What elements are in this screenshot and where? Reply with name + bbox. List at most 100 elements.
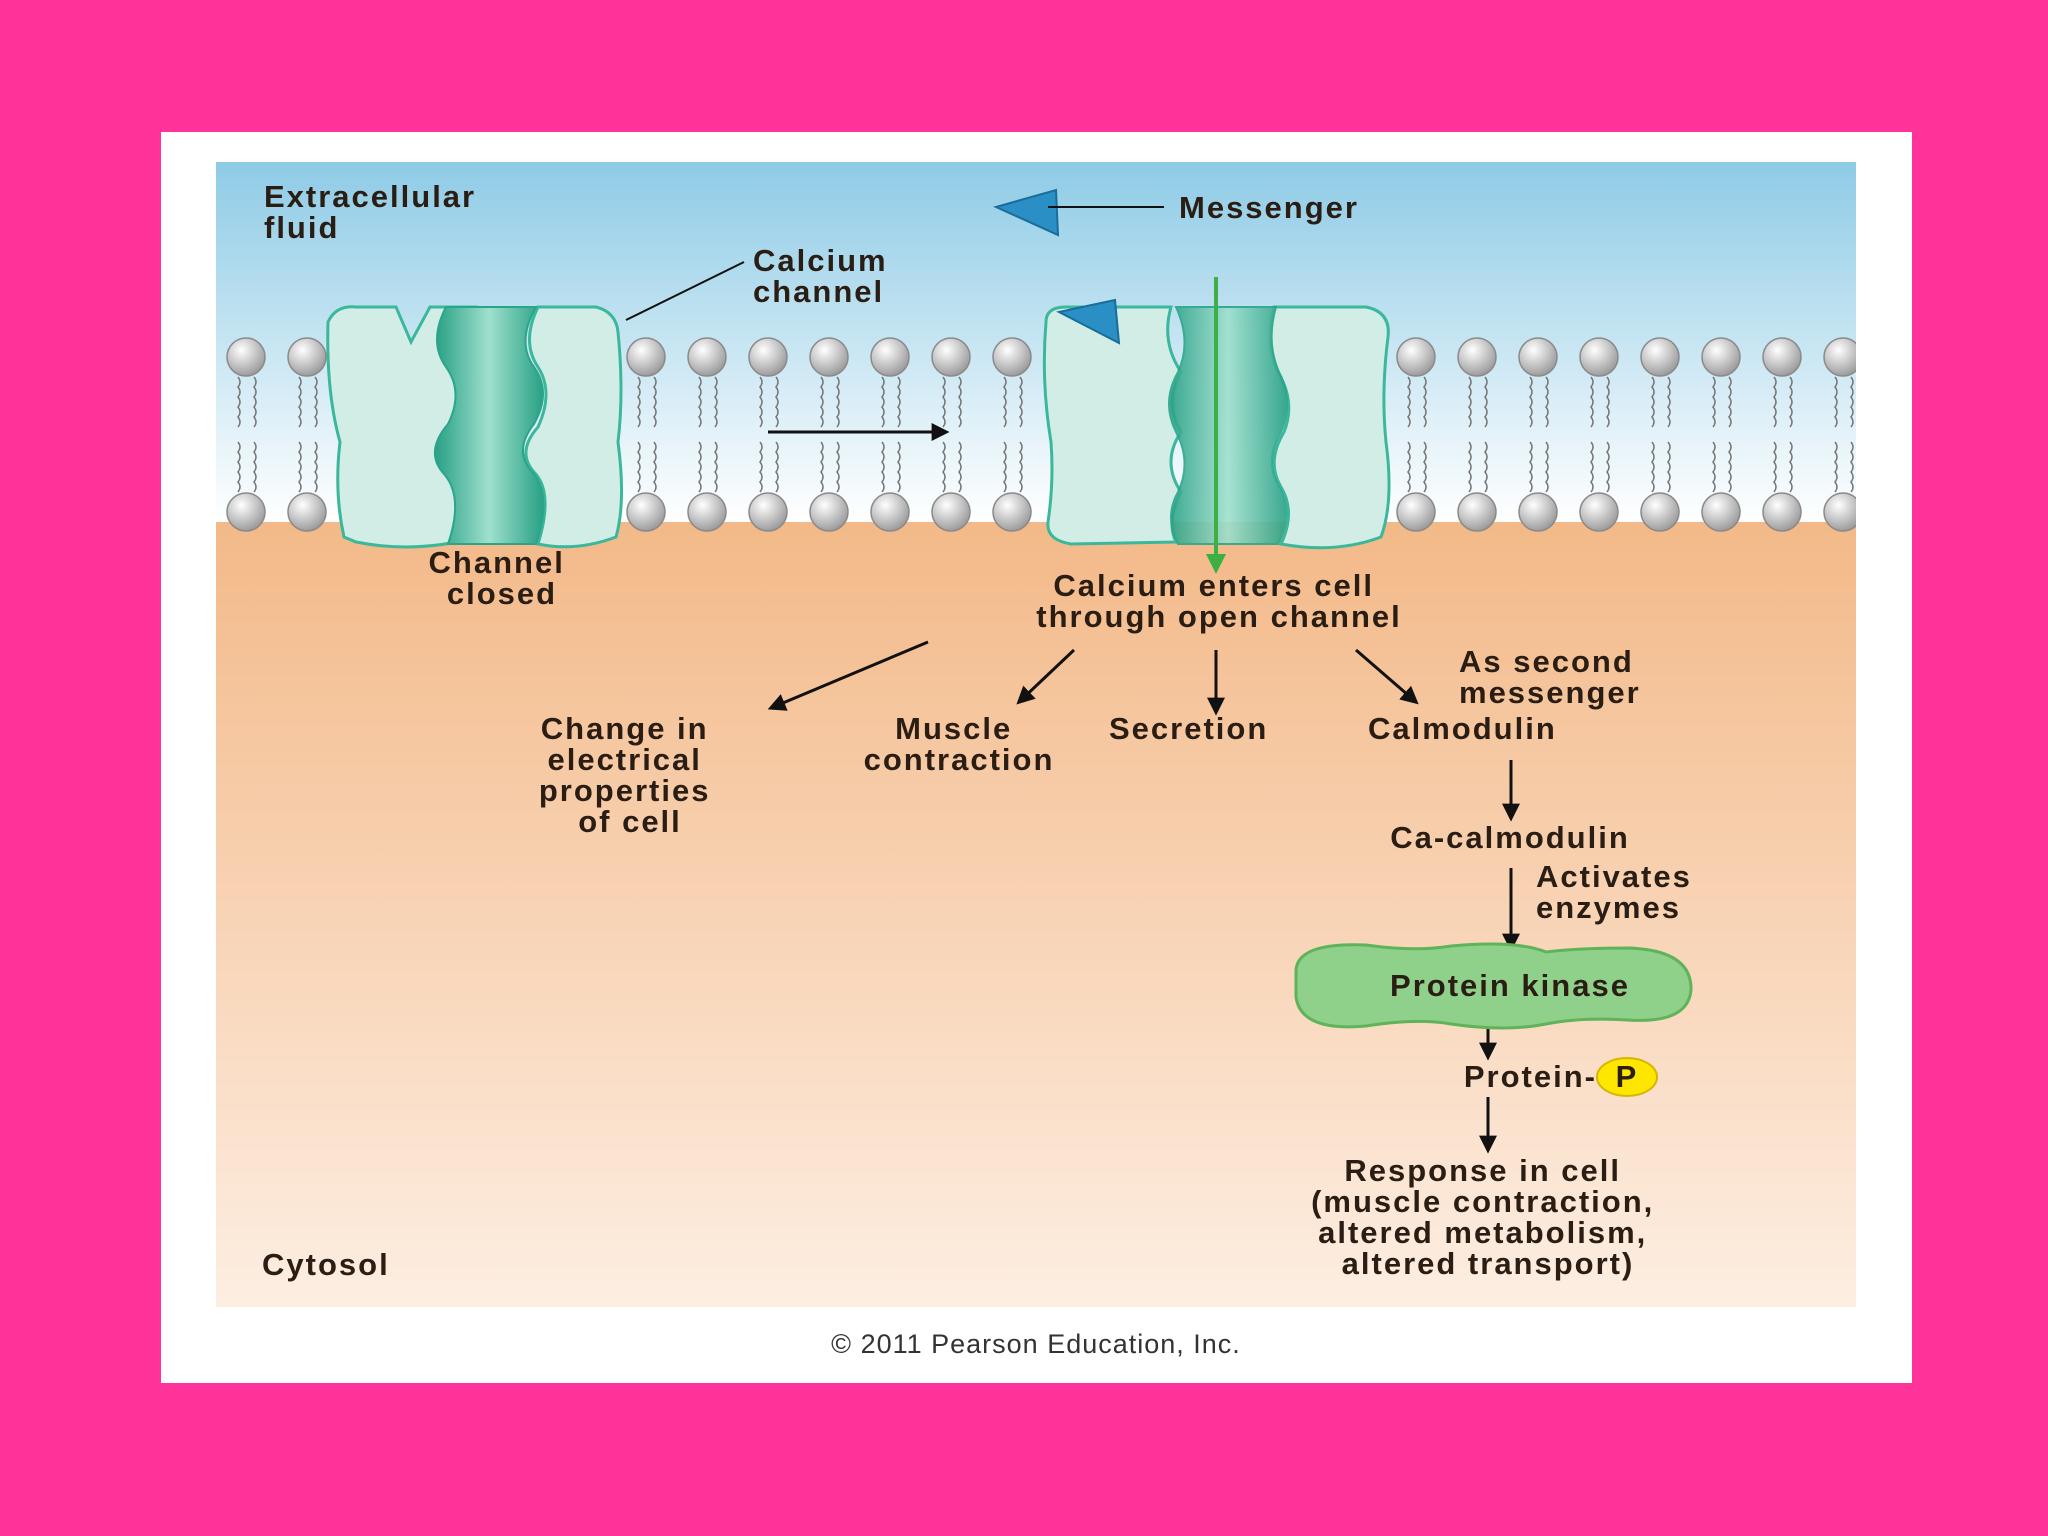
lipid-tail bbox=[1789, 376, 1793, 428]
activates-enzymes-label: Activates enzymes bbox=[1536, 859, 1702, 925]
lipid-tail bbox=[1545, 376, 1549, 428]
lipid-head bbox=[748, 337, 788, 377]
lipid-head bbox=[1396, 492, 1436, 532]
lipid-head bbox=[870, 337, 910, 377]
cytosol-label: Cytosol bbox=[262, 1247, 390, 1282]
lipid-tail bbox=[1667, 441, 1671, 493]
lipid-tail bbox=[881, 441, 885, 493]
lipid-tail bbox=[1728, 376, 1732, 428]
lipid-tail bbox=[897, 376, 901, 428]
lipid-head bbox=[1640, 492, 1680, 532]
lipid-tail bbox=[1019, 441, 1023, 493]
lipid-head bbox=[1579, 492, 1619, 532]
lipid-head bbox=[1640, 337, 1680, 377]
lipid-tail bbox=[314, 441, 318, 493]
arrow-to-electrical bbox=[767, 640, 929, 711]
lipid-head bbox=[1701, 492, 1741, 532]
lipid-head bbox=[226, 337, 266, 377]
lipid-head bbox=[809, 492, 849, 532]
lipid-tail bbox=[298, 441, 302, 493]
second-messenger-label: As second messenger bbox=[1459, 644, 1644, 710]
lipid-head bbox=[809, 337, 849, 377]
lipid-head bbox=[992, 492, 1032, 532]
lipid-tail bbox=[1529, 376, 1533, 428]
lipid-tail bbox=[1773, 376, 1777, 428]
lipid-tail bbox=[1003, 441, 1007, 493]
lipid-head bbox=[931, 337, 971, 377]
lipid-tail bbox=[1407, 441, 1411, 493]
lipid-tail bbox=[298, 376, 302, 428]
protein-kinase-label: Protein kinase bbox=[1390, 968, 1630, 1003]
response-label: Response in cell (muscle contraction, al… bbox=[1311, 1153, 1665, 1281]
lipid-head bbox=[1823, 337, 1856, 377]
lipid-tail bbox=[1728, 441, 1732, 493]
lipid-tail bbox=[1590, 376, 1594, 428]
lipid-tail bbox=[1529, 441, 1533, 493]
lipid-head bbox=[287, 492, 327, 532]
lipid-head bbox=[1518, 337, 1558, 377]
lipid-head bbox=[1762, 492, 1802, 532]
messenger-label: Messenger bbox=[1179, 190, 1359, 225]
open-calcium-channel bbox=[1042, 305, 1391, 550]
lipid-tail bbox=[1850, 376, 1854, 428]
lipid-tail bbox=[1606, 376, 1610, 428]
lipid-tail bbox=[637, 441, 641, 493]
lipid-tail bbox=[1545, 441, 1549, 493]
lipid-tail bbox=[881, 376, 885, 428]
protein-p-label: Protein- bbox=[1464, 1059, 1597, 1094]
lipid-tail bbox=[237, 376, 241, 428]
lipid-head bbox=[287, 337, 327, 377]
lipid-tail bbox=[1850, 441, 1854, 493]
lipid-tail bbox=[775, 376, 779, 428]
lipid-tail bbox=[1606, 441, 1610, 493]
lipid-tail bbox=[1651, 441, 1655, 493]
lipid-head bbox=[748, 492, 788, 532]
lipid-head bbox=[1701, 337, 1741, 377]
phosphate-label: P bbox=[1616, 1059, 1639, 1094]
lipid-head bbox=[1457, 492, 1497, 532]
lipid-tail bbox=[958, 441, 962, 493]
lipid-head bbox=[870, 492, 910, 532]
lipid-tail bbox=[653, 376, 657, 428]
bound-messenger-molecule bbox=[1056, 298, 1121, 345]
lipid-tail bbox=[1019, 376, 1023, 428]
lipid-tail bbox=[820, 441, 824, 493]
lipid-tail bbox=[1484, 441, 1488, 493]
ca-calmodulin-label: Ca-calmodulin bbox=[1390, 820, 1630, 855]
lipid-tail bbox=[836, 441, 840, 493]
lipid-tail bbox=[942, 441, 946, 493]
lipid-tail bbox=[698, 376, 702, 428]
lipid-head bbox=[1762, 337, 1802, 377]
protein-kinase-shape bbox=[1294, 942, 1693, 1030]
lipid-tail bbox=[314, 376, 318, 428]
lipid-tail bbox=[1590, 441, 1594, 493]
muscle-contraction-label: Muscle contraction bbox=[864, 711, 1055, 777]
calcium-enters-label: Calcium enters cell through open channel bbox=[1036, 568, 1402, 634]
lipid-head bbox=[1457, 337, 1497, 377]
lipid-tail bbox=[1651, 376, 1655, 428]
lipid-tail bbox=[1003, 376, 1007, 428]
lipid-tail bbox=[820, 376, 824, 428]
lipid-head bbox=[687, 337, 727, 377]
lipid-head bbox=[1823, 492, 1856, 532]
secretion-label: Secretion bbox=[1109, 711, 1268, 746]
lipid-head bbox=[1396, 337, 1436, 377]
lipid-tail bbox=[1712, 376, 1716, 428]
lipid-tail bbox=[698, 441, 702, 493]
lipid-tail bbox=[897, 441, 901, 493]
lipid-tail bbox=[1407, 376, 1411, 428]
lipid-head bbox=[226, 492, 266, 532]
lipid-bilayer bbox=[226, 337, 1856, 532]
extracellular-fluid-label: Extracellular fluid bbox=[264, 179, 487, 245]
calcium-channel-leader-line bbox=[625, 261, 745, 321]
lipid-tail bbox=[653, 441, 657, 493]
calmodulin-label: Calmodulin bbox=[1368, 711, 1557, 746]
lipid-tail bbox=[1712, 441, 1716, 493]
lipid-tail bbox=[253, 441, 257, 493]
lipid-head bbox=[931, 492, 971, 532]
lipid-tail bbox=[1834, 376, 1838, 428]
lipid-tail bbox=[1423, 376, 1427, 428]
lipid-head bbox=[992, 337, 1032, 377]
calcium-channel-label: Calcium channel bbox=[753, 243, 898, 309]
copyright-text: © 2011 Pearson Education, Inc. bbox=[831, 1329, 1241, 1359]
